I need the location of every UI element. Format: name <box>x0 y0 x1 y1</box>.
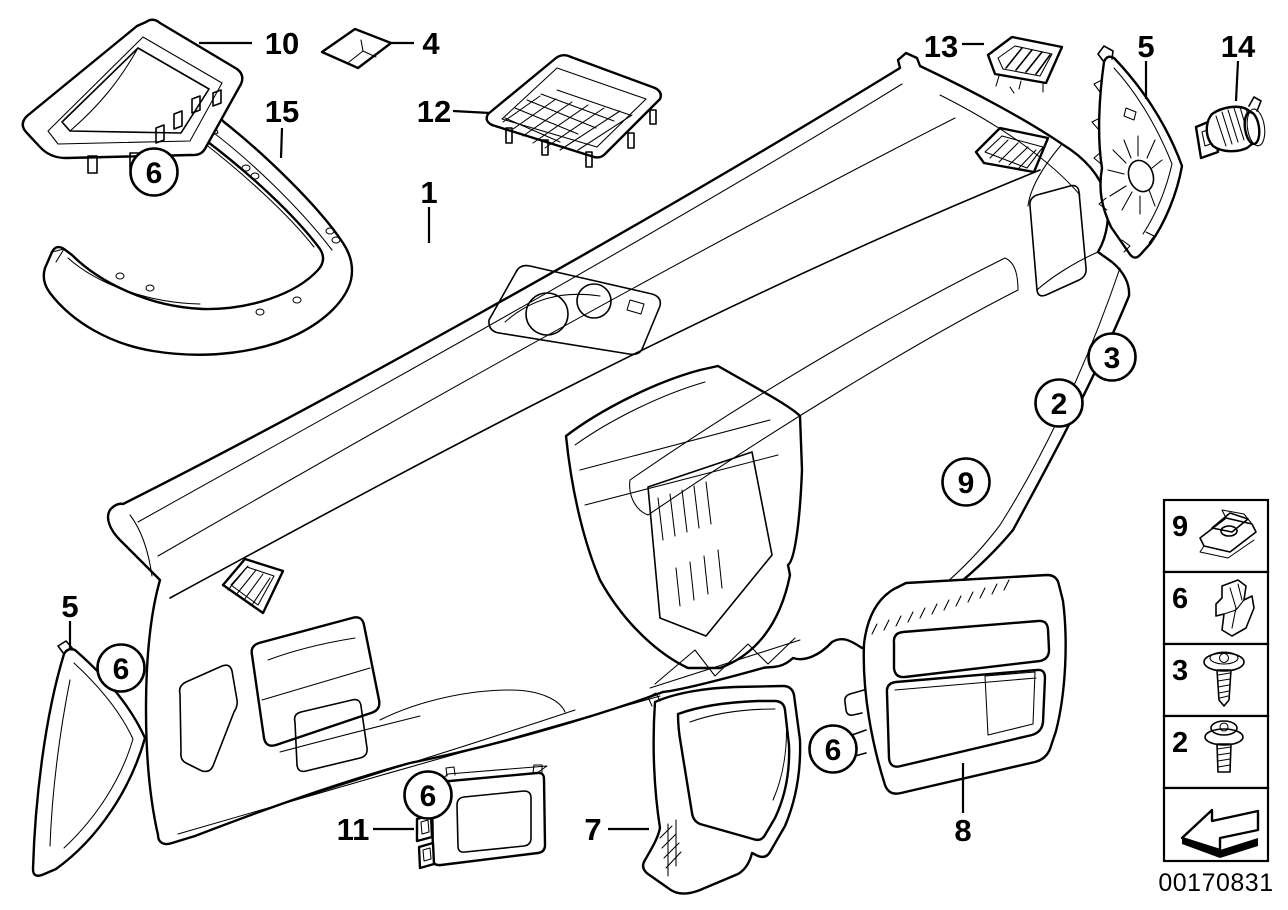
image-number: 00170831 <box>1158 869 1273 897</box>
callout-circle <box>941 457 991 507</box>
callout-label: 6 <box>825 734 842 767</box>
legend-label: 6 <box>1172 583 1188 615</box>
callout-circle <box>96 643 146 693</box>
callout-label[interactable]: 5 <box>61 589 78 624</box>
tapping-screw-icon <box>1203 651 1245 707</box>
callout-7[interactable]: 7 <box>584 812 649 847</box>
legend-label: 9 <box>1172 511 1188 543</box>
callout-label[interactable]: 12 <box>417 94 451 129</box>
callout-circle <box>129 147 179 197</box>
callout-1[interactable]: 1 <box>420 175 438 243</box>
callout-label[interactable]: 8 <box>954 813 971 848</box>
part-5-right-panel-drawing <box>1091 45 1184 259</box>
legend-item-6: 6 <box>1162 570 1270 646</box>
circled-callout-9[interactable]: 9 <box>941 457 991 507</box>
legend-panel: 9 6 3 <box>1162 498 1270 863</box>
legend-item-2: 2 <box>1162 714 1270 790</box>
circled-callout-6-right[interactable]: 6 <box>808 724 858 774</box>
part-14-switch-drawing <box>1194 96 1266 160</box>
callout-14[interactable]: 14 <box>1221 29 1256 102</box>
callout-label[interactable]: 15 <box>265 94 299 129</box>
callout-circle <box>1034 378 1084 428</box>
callout-5-left[interactable]: 5 <box>61 589 79 649</box>
callout-label[interactable]: 10 <box>265 26 299 61</box>
callout-label: 6 <box>420 780 437 813</box>
part-13-side-vent-drawing <box>986 35 1064 94</box>
leader-line <box>279 127 284 159</box>
circled-callout-2[interactable]: 2 <box>1034 378 1084 428</box>
part-7-frame-drawing <box>641 684 802 895</box>
clip-nut-icon <box>1199 509 1257 559</box>
part-5-left-panel-drawing <box>31 640 147 877</box>
spring-clip-icon <box>1215 579 1255 637</box>
callout-circle <box>403 770 453 820</box>
callout-label: 6 <box>146 157 163 190</box>
callout-circle <box>808 724 858 774</box>
callout-label[interactable]: 11 <box>337 812 370 847</box>
callout-label[interactable]: 13 <box>924 29 958 64</box>
callout-label: 3 <box>1104 342 1121 375</box>
circled-callout-3[interactable]: 3 <box>1087 332 1137 382</box>
callout-10[interactable]: 10 <box>199 26 299 61</box>
circled-callout-6-top[interactable]: 6 <box>129 147 179 197</box>
leader-line <box>452 109 491 115</box>
legend-item-arrow <box>1162 786 1270 863</box>
callout-5-right[interactable]: 5 <box>1137 29 1155 99</box>
callout-label: 2 <box>1051 388 1068 421</box>
part-8-center-frame-drawing <box>844 573 1067 795</box>
collar-screw-icon <box>1204 720 1244 773</box>
callout-label[interactable]: 7 <box>584 812 601 847</box>
callout-8[interactable]: 8 <box>954 763 972 848</box>
legend-label: 3 <box>1172 655 1188 687</box>
callout-label[interactable]: 5 <box>1137 29 1154 64</box>
callout-11[interactable]: 11 <box>337 812 414 847</box>
direction-arrow-icon <box>1180 808 1260 858</box>
callout-4[interactable]: 4 <box>390 26 440 61</box>
legend-box <box>1162 714 1270 790</box>
legend-label: 2 <box>1172 727 1188 759</box>
circled-callout-6-center[interactable]: 6 <box>403 770 453 820</box>
callout-label[interactable]: 4 <box>422 26 440 61</box>
callout-12[interactable]: 12 <box>417 94 491 129</box>
callout-label: 6 <box>113 653 130 686</box>
legend-item-9: 9 <box>1162 498 1270 574</box>
part-12-speaker-grille-drawing <box>485 54 663 168</box>
circled-callout-6-left[interactable]: 6 <box>96 643 146 693</box>
callout-label[interactable]: 14 <box>1221 29 1256 64</box>
part-4-cover-drawing <box>320 27 393 70</box>
callout-circle <box>1087 332 1137 382</box>
callout-label[interactable]: 1 <box>420 175 437 210</box>
callout-13[interactable]: 13 <box>924 29 984 64</box>
callout-label: 9 <box>958 467 975 500</box>
leader-line <box>1234 60 1240 102</box>
part-1-dashboard-drawing <box>106 51 1131 846</box>
part-10-hud-trim-drawing <box>21 18 244 174</box>
callout-15[interactable]: 15 <box>265 94 299 159</box>
legend-item-3: 3 <box>1162 642 1270 718</box>
